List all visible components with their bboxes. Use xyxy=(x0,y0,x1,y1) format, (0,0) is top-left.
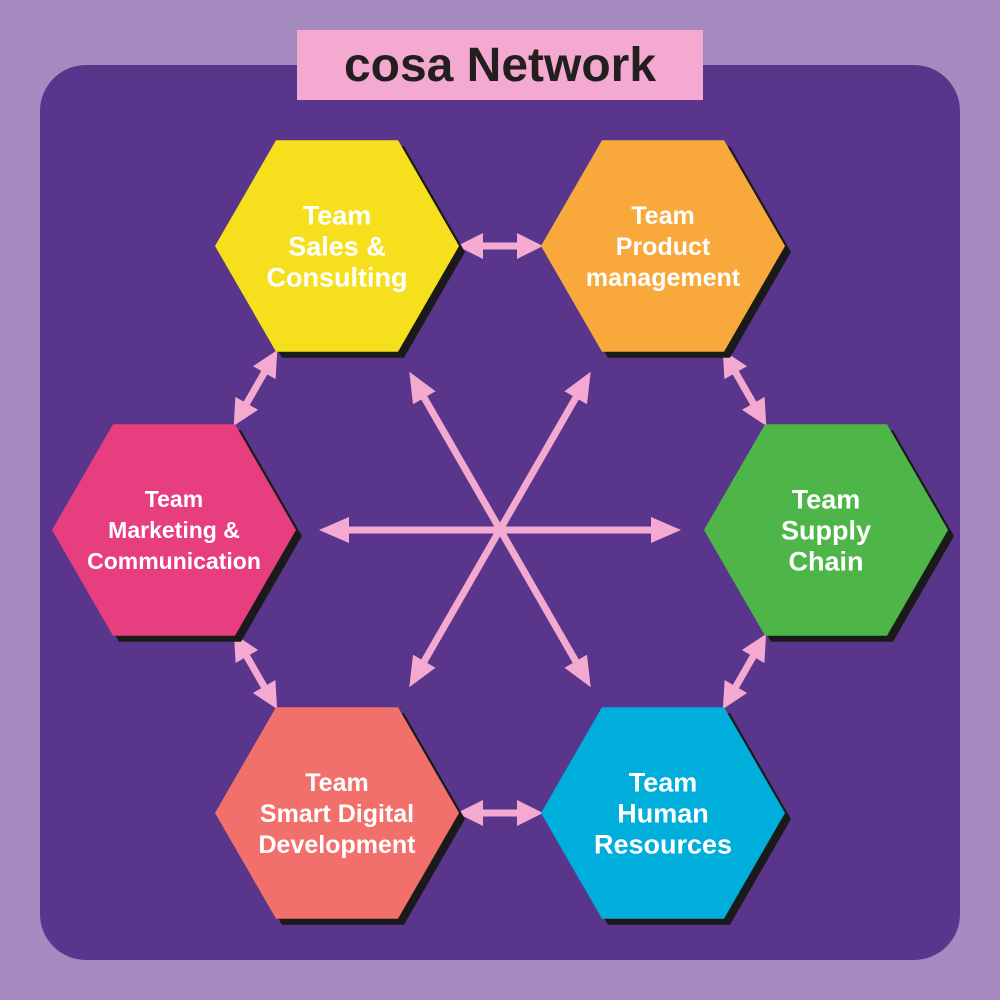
connector-sales-product xyxy=(457,233,543,259)
connector-marketing-sales xyxy=(233,350,278,426)
title-banner: cosa Network xyxy=(297,30,703,100)
connector-layer xyxy=(233,233,767,826)
arrowhead xyxy=(517,233,543,259)
arrowhead xyxy=(252,680,278,709)
team-label-line: Communication xyxy=(87,548,261,574)
team-label-line: Marketing & xyxy=(108,517,240,543)
connector-line xyxy=(241,650,270,693)
connector-line xyxy=(730,366,759,410)
arrowhead xyxy=(233,396,258,426)
arrowhead xyxy=(741,634,767,663)
team-label-line: Sales & xyxy=(288,231,386,261)
team-label-line: Smart Digital xyxy=(260,800,414,828)
team-label-line: Team xyxy=(303,200,372,230)
team-label-line: Team xyxy=(305,769,368,797)
arrowhead xyxy=(319,517,349,543)
page-title: cosa Network xyxy=(344,39,656,92)
team-label-line: Consulting xyxy=(267,262,408,292)
team-label-line: Human xyxy=(617,799,709,829)
hexagon-shape xyxy=(541,707,785,919)
connector-line xyxy=(730,650,759,693)
arrowhead xyxy=(409,371,436,405)
arrowhead xyxy=(742,396,767,426)
arrowhead xyxy=(409,654,436,688)
hexagon-shape xyxy=(541,140,785,352)
hexagon-shape xyxy=(704,424,948,636)
arrowhead xyxy=(564,654,591,688)
hexagon-shape xyxy=(52,424,296,636)
hexagon-shape xyxy=(215,140,459,352)
arrowhead xyxy=(564,371,591,405)
team-label-line: Team xyxy=(631,202,694,230)
hexagon-shape xyxy=(215,707,459,919)
connector-line xyxy=(241,366,270,410)
connector-hr-digital xyxy=(457,800,543,826)
team-label-line: Team xyxy=(792,484,861,514)
team-label-line: Team xyxy=(629,768,698,798)
team-label-line: Development xyxy=(259,831,417,859)
arrowhead xyxy=(253,350,278,380)
team-label-line: Team xyxy=(145,486,203,512)
team-label-line: Resources xyxy=(594,830,732,860)
arrowhead xyxy=(651,517,681,543)
team-label-line: Product xyxy=(616,233,711,261)
title-box xyxy=(297,30,703,100)
arrowhead xyxy=(457,233,483,259)
arrowhead xyxy=(457,800,483,826)
team-label-line: management xyxy=(586,264,741,292)
connector-marketing-supply xyxy=(319,517,681,543)
connector-supply-hr xyxy=(722,634,767,709)
team-label-line: Chain xyxy=(788,547,863,577)
arrowhead xyxy=(722,680,748,709)
arrowhead xyxy=(517,800,543,826)
team-label-line: Supply xyxy=(781,516,871,546)
